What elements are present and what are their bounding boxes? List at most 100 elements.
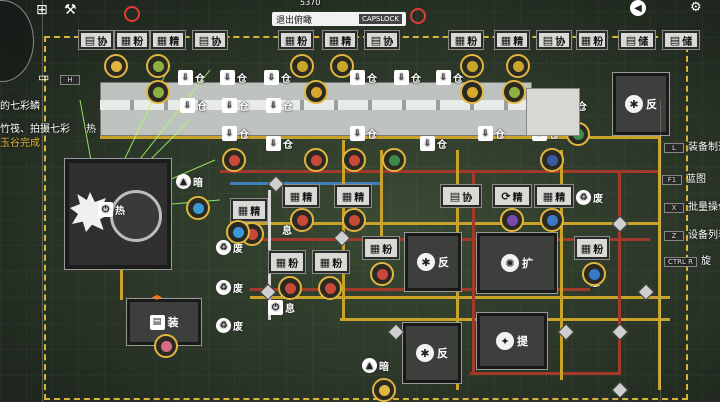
reactor-bottom[interactable]: ✱反	[402, 322, 462, 384]
machine-assist-1[interactable]: ▤协	[78, 30, 114, 50]
item-orb[interactable]	[304, 148, 328, 172]
storage-grid-right[interactable]	[526, 88, 580, 136]
back-button[interactable]: ◀	[630, 0, 646, 16]
storage-label[interactable]: ⇩仓	[436, 70, 463, 85]
menu-equipment-craft[interactable]: L装备制造	[664, 138, 720, 153]
exit-overview-toast[interactable]: 退出俯瞰 CAPSLOCK	[272, 12, 406, 26]
item-orb[interactable]	[370, 262, 394, 286]
rest-label-1[interactable]: 息	[282, 222, 292, 237]
item-orb[interactable]	[540, 148, 564, 172]
item-orb[interactable]	[104, 54, 128, 78]
waste-label-1[interactable]: ♻废	[216, 240, 243, 255]
storage-icon: ⇩	[266, 136, 281, 151]
machine-icon: ▤	[625, 33, 637, 47]
chat-icon[interactable]: ▭	[38, 70, 50, 84]
waste-label-3[interactable]: ♻废	[216, 318, 243, 333]
reactor-mid[interactable]: ✱反	[404, 232, 462, 292]
item-orb[interactable]	[342, 148, 366, 172]
item-orb[interactable]	[278, 276, 302, 300]
item-orb[interactable]	[146, 80, 170, 104]
machine-powder-mid-4[interactable]: ▦粉	[574, 236, 610, 260]
menu-batch-operation[interactable]: X批量操作	[664, 198, 720, 213]
rest-label-2[interactable]: ⏻息	[268, 300, 295, 315]
dark-label-1[interactable]: ▲暗	[176, 174, 203, 189]
machine-refine-1[interactable]: ▦精	[150, 30, 186, 50]
machine-icon: ▤	[449, 189, 461, 203]
minimap[interactable]	[0, 0, 34, 82]
item-orb[interactable]	[506, 54, 530, 78]
extractor[interactable]: ✦提	[476, 312, 548, 370]
storage-label[interactable]: ⇩仓	[220, 70, 247, 85]
storage-label[interactable]: ⇩仓	[222, 126, 249, 141]
storage-label[interactable]: ⇩仓	[178, 70, 205, 85]
hotkey-h: H	[60, 74, 84, 85]
machine-powder-mid-1[interactable]: ▦粉	[268, 250, 306, 274]
storage-right-2[interactable]: ▤储	[662, 30, 700, 50]
settings-icon[interactable]: ⚙	[690, 0, 702, 15]
storage-label[interactable]: ⇩仓	[180, 98, 207, 113]
network-icon[interactable]: ⊞	[36, 2, 48, 18]
power-pylon-ring	[110, 190, 162, 242]
tools-icon[interactable]: ⚒	[64, 2, 77, 18]
item-orb[interactable]	[342, 208, 366, 232]
sorter-icon: ⟳	[501, 189, 511, 203]
machine-powder-3[interactable]: ▦粉	[448, 30, 484, 50]
machine-refine-2[interactable]: ▦精	[322, 30, 358, 50]
item-orb[interactable]	[372, 378, 396, 402]
item-orb[interactable]	[290, 208, 314, 232]
item-orb[interactable]	[582, 262, 606, 286]
machine-refine-mid-1[interactable]: ▦精	[230, 198, 268, 222]
item-orb[interactable]	[222, 148, 246, 172]
item-orb[interactable]	[540, 208, 564, 232]
item-orb[interactable]	[502, 80, 526, 104]
item-orb[interactable]	[318, 276, 342, 300]
reactor-top-right[interactable]: ✱反	[612, 72, 670, 136]
item-orb[interactable]	[154, 334, 178, 358]
storage-label[interactable]: ⇩仓	[394, 70, 421, 85]
water-orb[interactable]	[186, 196, 210, 220]
item-orb[interactable]	[460, 54, 484, 78]
storage-label[interactable]: ⇩仓	[266, 136, 293, 151]
pylon-label: ⏻热	[98, 202, 125, 217]
machine-powder-2[interactable]: ▦粉	[278, 30, 314, 50]
menu-device-list[interactable]: Z设备列表	[664, 226, 720, 241]
machine-powder-mid-2[interactable]: ▦粉	[312, 250, 350, 274]
machine-refine-mid-4[interactable]: ▦精	[534, 184, 574, 208]
item-orb[interactable]	[382, 148, 406, 172]
item-orb[interactable]	[304, 80, 328, 104]
item-orb[interactable]	[290, 54, 314, 78]
storage-label[interactable]: ⇩仓	[420, 136, 447, 151]
waste-label-4[interactable]: ♻废	[576, 190, 603, 205]
item-orb[interactable]	[330, 54, 354, 78]
item-orb[interactable]	[500, 208, 524, 232]
machine-refine-3[interactable]: ▦精	[494, 30, 530, 50]
item-orb[interactable]	[146, 54, 170, 78]
machine-icon: ▦	[328, 33, 340, 47]
machine-assist-3[interactable]: ▤协	[364, 30, 400, 50]
storage-label[interactable]: ⇩仓	[266, 98, 293, 113]
machine-assist-2[interactable]: ▤协	[192, 30, 228, 50]
storage-label[interactable]: ⇩仓	[350, 126, 377, 141]
machine-refine-mid-2[interactable]: ▦精	[282, 184, 320, 208]
machine-powder-mid-3[interactable]: ▦粉	[362, 236, 400, 260]
machine-powder-1[interactable]: ▦粉	[114, 30, 150, 50]
item-orb[interactable]	[460, 80, 484, 104]
machine-label: 粉	[593, 244, 604, 256]
storage-label[interactable]: ⇩仓	[350, 70, 377, 85]
machine-assist-4[interactable]: ▤协	[536, 30, 572, 50]
storage-label[interactable]: ⇩仓	[478, 126, 505, 141]
storage-label[interactable]: ⇩仓	[264, 70, 291, 85]
storage-right-1[interactable]: ▤储	[618, 30, 656, 50]
machine-sorter[interactable]: ⟳精	[492, 184, 532, 208]
storage-label[interactable]: ⇩仓	[222, 98, 249, 113]
machine-powder-4[interactable]: ▦粉	[576, 30, 608, 50]
machine-assist-mid[interactable]: ▤协	[440, 184, 482, 208]
expander[interactable]: ✺扩	[476, 232, 558, 294]
dark-label-2[interactable]: ▲暗	[362, 358, 389, 373]
waste-label-2[interactable]: ♻废	[216, 280, 243, 295]
item-orb[interactable]	[226, 220, 250, 244]
machine-refine-mid-3[interactable]: ▦精	[334, 184, 372, 208]
